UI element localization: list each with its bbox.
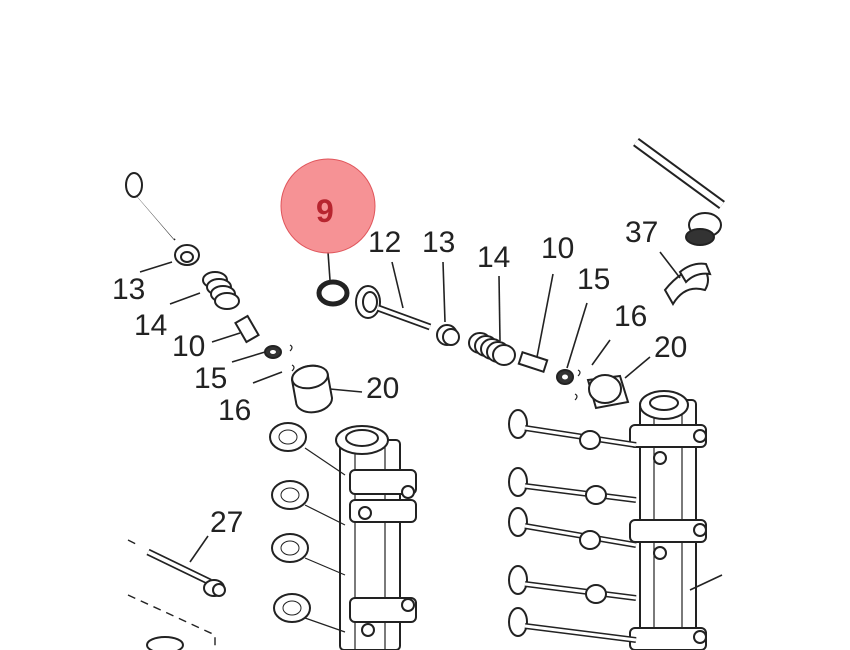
rod-end	[685, 212, 722, 246]
bracket-37	[663, 262, 712, 306]
tappet-20	[586, 374, 630, 410]
callout-15[interactable]: 15	[577, 263, 610, 296]
bolt-27	[146, 548, 226, 597]
callout-13[interactable]: 13	[422, 226, 455, 259]
highlight-circle	[280, 158, 376, 254]
left-camshaft	[335, 425, 417, 650]
valve-spring-14	[468, 332, 516, 366]
callout-16-left[interactable]: 16	[218, 394, 251, 427]
left-valve-spring	[202, 271, 240, 310]
callout-10-left[interactable]: 10	[172, 330, 205, 363]
left-pin	[234, 314, 260, 344]
callout-14[interactable]: 14	[477, 241, 510, 274]
left-tappet-bucket	[290, 364, 334, 414]
callout-10[interactable]: 10	[541, 232, 574, 265]
diagram-svg: 9 12 13 14 10 15 37 16 20 13 14 10 15 16…	[112, 137, 725, 650]
callout-9[interactable]: 9	[316, 193, 334, 229]
callout-20-left[interactable]: 20	[366, 372, 399, 405]
oil-rod	[633, 137, 725, 210]
valve-guide-13	[436, 324, 460, 346]
callout-16[interactable]: 16	[614, 300, 647, 333]
callout-15-left[interactable]: 15	[194, 362, 227, 395]
callout-13-left[interactable]: 13	[112, 273, 145, 306]
exploded-diagram: 9 12 13 14 10 15 37 16 20 13 14 10 15 16…	[112, 0, 725, 650]
valve-stem-seal-9	[316, 279, 350, 307]
left-valve-seal	[174, 244, 200, 266]
dashed-guide	[127, 594, 216, 650]
callout-20[interactable]: 20	[654, 331, 687, 364]
callout-14-left[interactable]: 14	[134, 309, 167, 342]
left-valve	[125, 172, 177, 241]
pin-10	[517, 351, 549, 373]
left-washer	[264, 344, 295, 372]
left-valve-stack	[269, 422, 346, 633]
right-camshaft	[629, 390, 723, 650]
right-valve-stack	[508, 409, 637, 643]
intake-valve-12	[355, 285, 432, 331]
callout-12[interactable]: 12	[368, 226, 401, 259]
callout-37[interactable]: 37	[625, 216, 658, 249]
shim-15	[556, 369, 581, 401]
callout-27[interactable]: 27	[210, 506, 243, 539]
